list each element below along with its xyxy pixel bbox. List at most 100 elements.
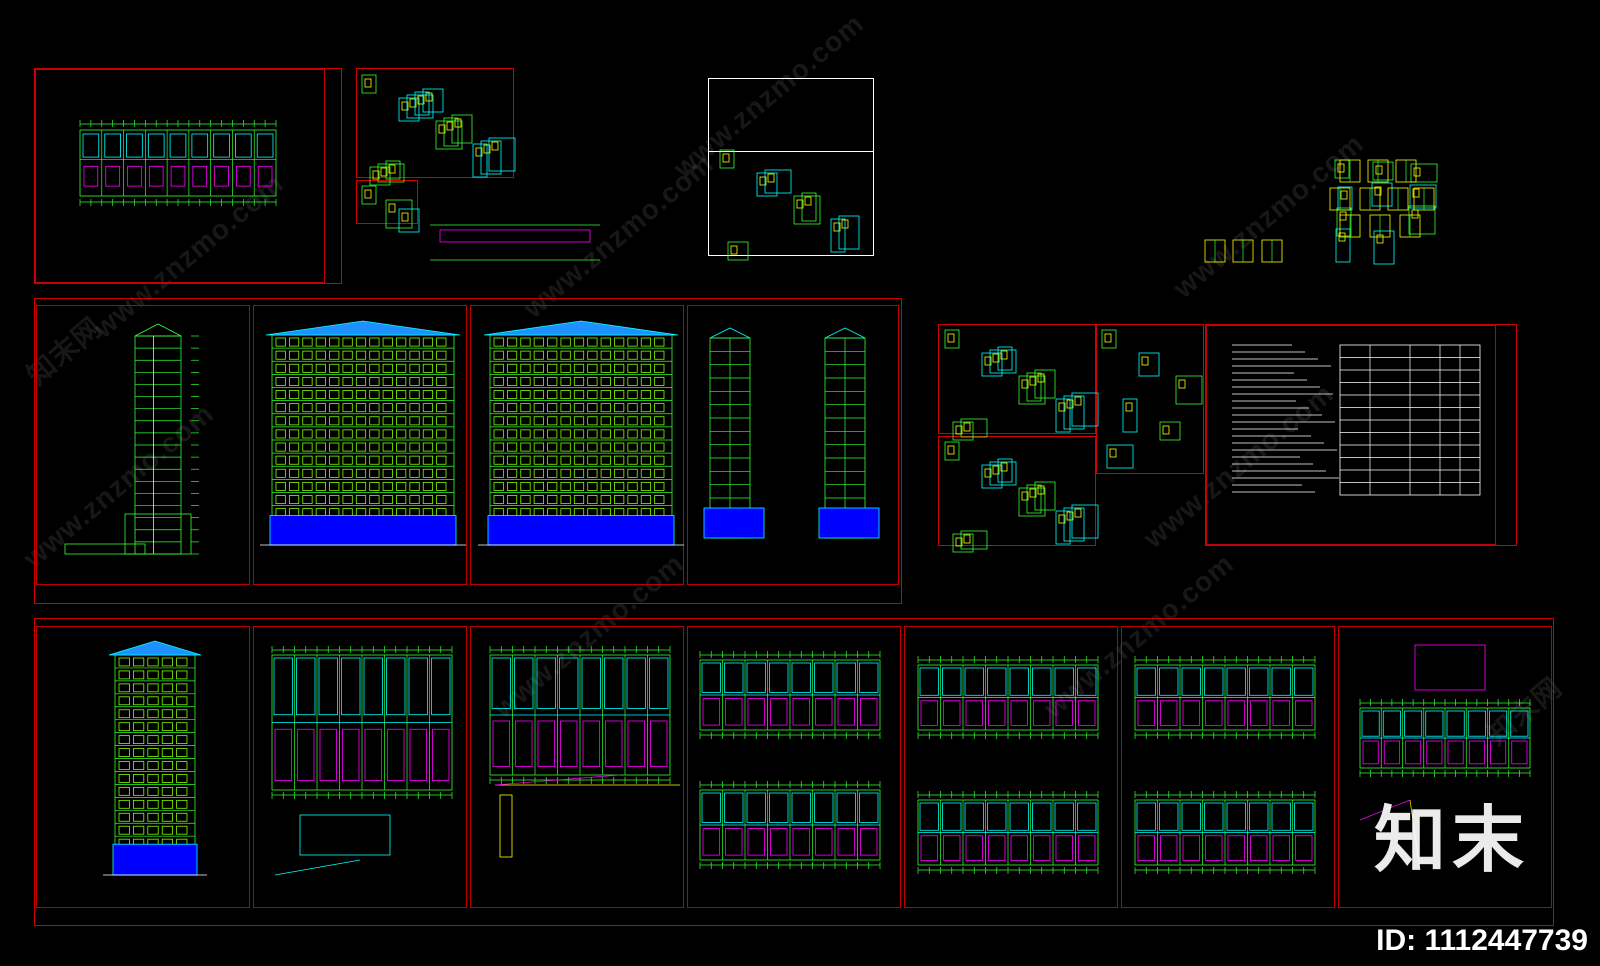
elevation-front xyxy=(118,748,130,757)
elevation-front xyxy=(147,696,159,706)
elevation-front xyxy=(396,337,407,347)
elevation-front xyxy=(436,416,447,426)
floor-plan-top xyxy=(1490,740,1507,765)
sheet-notes xyxy=(1205,324,1517,546)
floor-plan-top xyxy=(1467,710,1486,737)
elevation-front xyxy=(355,495,367,505)
floor-plan-top xyxy=(1204,802,1224,831)
elevation-front xyxy=(396,363,407,373)
elevation-front xyxy=(147,683,159,693)
sheet-inner-frame xyxy=(35,69,325,283)
section-sheet xyxy=(703,507,765,539)
elevation-back xyxy=(493,429,504,439)
elevation-front xyxy=(176,709,188,719)
floor-plan-top xyxy=(387,728,405,781)
floor-plan-top xyxy=(1182,835,1200,861)
details-sheet xyxy=(1411,209,1419,219)
elevation-front xyxy=(342,350,353,360)
floor-plan-top xyxy=(1055,835,1073,861)
floor-plan-top xyxy=(1136,802,1156,831)
elevation-front xyxy=(409,429,420,439)
details-sheet xyxy=(992,353,1000,363)
floor-plan-top xyxy=(296,657,316,716)
elevation-back xyxy=(547,416,558,426)
details-sheet xyxy=(472,143,488,178)
elevation-back xyxy=(533,337,544,347)
sheet-elevation-1 xyxy=(253,305,467,585)
details-sheet xyxy=(1074,508,1082,518)
details-sheet xyxy=(1371,182,1393,207)
floor-plan-top xyxy=(988,835,1006,861)
elevation-front xyxy=(396,350,407,360)
floor-plan-top xyxy=(169,133,187,158)
floor-plan-top xyxy=(1294,802,1314,831)
elevation-back xyxy=(520,455,531,465)
elevation-back xyxy=(573,337,585,347)
floor-plan-top xyxy=(769,662,789,693)
floor-plan-top xyxy=(1227,835,1245,861)
details-sheet xyxy=(981,464,1003,489)
elevation-front xyxy=(369,468,380,478)
elevation-front xyxy=(329,376,340,386)
elevation-front xyxy=(329,442,340,452)
elevation-back xyxy=(493,455,504,465)
elevation-front xyxy=(396,481,407,491)
details-sheet xyxy=(1026,372,1042,402)
details-sheet xyxy=(804,196,812,206)
details-sheet xyxy=(984,356,992,366)
floor-plan-top xyxy=(943,700,961,726)
elevation-front xyxy=(422,390,434,400)
elevation-back xyxy=(493,468,504,478)
floor-plan-top xyxy=(170,165,186,187)
elevation-front xyxy=(342,390,353,400)
elevation-front xyxy=(436,337,447,347)
details-sheet xyxy=(960,530,988,550)
elevation-front xyxy=(329,390,340,400)
elevation-front xyxy=(147,748,159,757)
floor-plan-top xyxy=(701,662,721,693)
elevation-front xyxy=(176,799,188,809)
elevation-front xyxy=(161,670,173,680)
details-sheet xyxy=(1018,375,1046,405)
elevation-front xyxy=(329,468,340,478)
sheet-floor-plan xyxy=(34,68,342,284)
elevation-back xyxy=(600,442,611,452)
elevation-back xyxy=(614,403,625,413)
floor-plan-top xyxy=(1447,740,1464,765)
elevation-front xyxy=(288,403,300,413)
elevation-front xyxy=(409,350,420,360)
details-sheet xyxy=(963,422,971,432)
floor-plan-top xyxy=(582,720,600,767)
floor-plan-top xyxy=(964,667,984,696)
elevation-front xyxy=(409,416,420,426)
elevation-front xyxy=(436,390,447,400)
elevation-front xyxy=(302,390,313,400)
elevation-back xyxy=(573,416,585,426)
section-sheet xyxy=(134,323,182,337)
elevation-front xyxy=(132,799,145,809)
elevation-back xyxy=(654,390,665,400)
elevation-front xyxy=(369,363,380,373)
elevation-front xyxy=(132,696,145,706)
elevation-front xyxy=(147,670,159,680)
elevation-back xyxy=(533,429,544,439)
details-sheet xyxy=(398,97,420,122)
floor-plan-top xyxy=(342,728,360,781)
sheet-side-elevation xyxy=(36,626,250,908)
elevation-front xyxy=(118,774,130,783)
elevation-back xyxy=(506,442,518,452)
elevation-front xyxy=(436,442,447,452)
elevation-front xyxy=(342,429,353,439)
floor-plan-top xyxy=(860,698,878,726)
elevation-back xyxy=(600,455,611,465)
elevation-back xyxy=(573,481,585,491)
details-sheet xyxy=(385,160,401,180)
floor-plan-top xyxy=(1033,700,1051,726)
elevation-front xyxy=(302,403,313,413)
elevation-front xyxy=(275,337,286,347)
details-sheet xyxy=(1000,350,1008,360)
elevation-back xyxy=(627,495,638,505)
elevation-front xyxy=(118,787,130,796)
details-sheet xyxy=(475,147,483,157)
elevation-back xyxy=(627,390,638,400)
